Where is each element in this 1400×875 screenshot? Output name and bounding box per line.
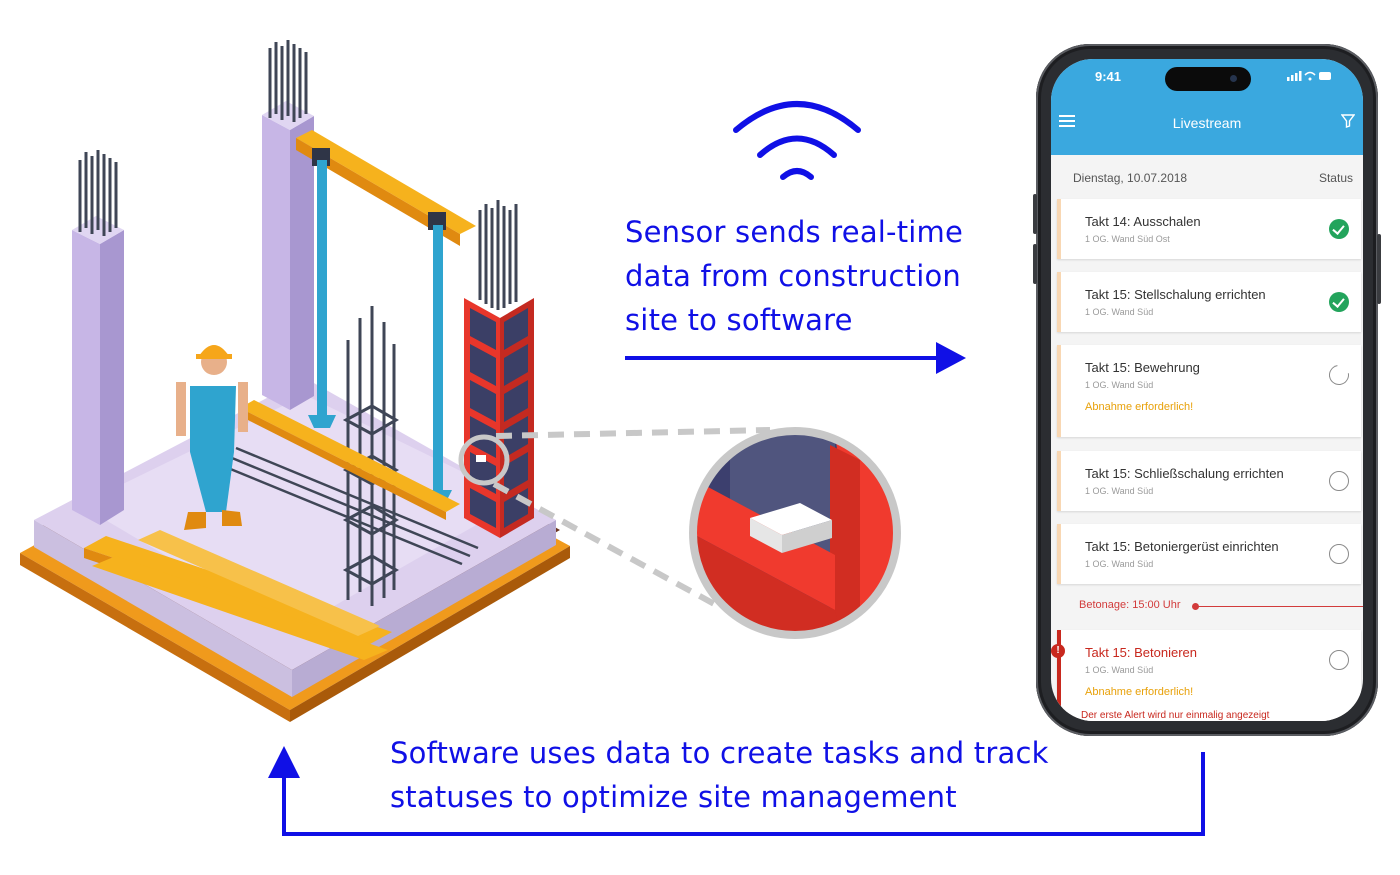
task-title: Takt 14: Ausschalen: [1085, 214, 1201, 229]
task-title: Takt 15: Bewehrung: [1085, 360, 1200, 375]
app-header: 9:41 Livestream: [1051, 59, 1363, 155]
volume-button: [1033, 194, 1037, 234]
in-progress-icon[interactable]: [1325, 361, 1353, 389]
task-card[interactable]: Takt 15: Stellschalung errichten 1 OG. W…: [1057, 272, 1361, 332]
sensor-caption-line: data from construction: [625, 259, 961, 293]
arrow-up-icon: [268, 746, 1205, 836]
task-location: 1 OG. Wand Süd: [1085, 380, 1154, 390]
timeline-marker: Betonage: 15:00 Uhr: [1079, 599, 1181, 611]
task-card[interactable]: Takt 15: Betoniergerüst einrichten 1 OG.…: [1057, 524, 1361, 584]
task-title: Takt 15: Stellschalung errichten: [1085, 287, 1266, 302]
task-card[interactable]: Takt 14: Ausschalen 1 OG. Wand Süd Ost: [1057, 199, 1361, 259]
status-time: 9:41: [1095, 69, 1122, 84]
construction-site-illustration: [20, 40, 570, 722]
worker-figure: [176, 345, 248, 530]
software-caption-line: Software uses data to create tasks and t…: [390, 736, 1049, 770]
camera-dot: [1230, 75, 1237, 82]
timeline-line: [1195, 606, 1363, 607]
smartphone-mockup: 9:41 Livestream Dienstag, 10.07.2018 Sta…: [1033, 44, 1381, 736]
arrow-right-icon: [625, 342, 966, 374]
task-location: 1 OG. Wand Süd Ost: [1085, 234, 1170, 244]
dynamic-island: [1165, 67, 1251, 91]
task-title: Takt 15: Betonieren: [1085, 645, 1198, 660]
status-header: Status: [1318, 171, 1353, 185]
open-status-icon[interactable]: [1329, 544, 1349, 564]
alert-footer: Der erste Alert wird nur einmalig angeze…: [1081, 710, 1270, 721]
menu-icon[interactable]: [1059, 115, 1075, 127]
app-screen: 9:41 Livestream Dienstag, 10.07.2018 Sta…: [1051, 59, 1363, 721]
alert-icon: !: [1051, 644, 1065, 658]
task-alert: Abnahme erforderlich!: [1085, 686, 1194, 698]
software-caption: Software uses data to create tasks and t…: [390, 731, 1049, 819]
task-location: 1 OG. Wand Süd: [1085, 307, 1154, 317]
software-caption-line: statuses to optimize site management: [390, 780, 957, 814]
sensor-zoom-lens: [458, 427, 901, 639]
wifi-signal-icon: [733, 101, 861, 180]
filter-icon[interactable]: [1341, 114, 1355, 128]
date-label: Dienstag, 10.07.2018: [1073, 171, 1188, 185]
app-title: Livestream: [1172, 115, 1242, 131]
open-status-icon[interactable]: [1329, 650, 1349, 670]
sensor-caption: Sensor sends real-time data from constru…: [625, 210, 963, 342]
task-title: Takt 15: Betoniergerüst einrichten: [1085, 539, 1279, 554]
volume-button: [1033, 244, 1037, 284]
task-alert: Abnahme erforderlich!: [1085, 401, 1194, 413]
task-location: 1 OG. Wand Süd: [1085, 559, 1154, 569]
task-title: Takt 15: Schließschalung errichten: [1085, 466, 1284, 481]
sensor-caption-line: Sensor sends real-time: [625, 215, 964, 249]
task-location: 1 OG. Wand Süd: [1085, 665, 1154, 675]
check-icon[interactable]: [1329, 219, 1349, 239]
date-row: Dienstag, 10.07.2018 Status: [1051, 155, 1363, 197]
open-status-icon[interactable]: [1329, 471, 1349, 491]
task-location: 1 OG. Wand Süd: [1085, 486, 1154, 496]
signal-battery-icon: [1287, 70, 1333, 85]
task-card[interactable]: Takt 15: Bewehrung 1 OG. Wand Süd Abnahm…: [1057, 345, 1361, 437]
check-icon[interactable]: [1329, 292, 1349, 312]
sensor-caption-line: site to software: [625, 303, 853, 337]
task-card[interactable]: Takt 15: Schließschalung errichten 1 OG.…: [1057, 451, 1361, 511]
power-button: [1377, 234, 1381, 304]
task-card[interactable]: ! Takt 15: Betonieren 1 OG. Wand Süd Abn…: [1051, 630, 1361, 721]
